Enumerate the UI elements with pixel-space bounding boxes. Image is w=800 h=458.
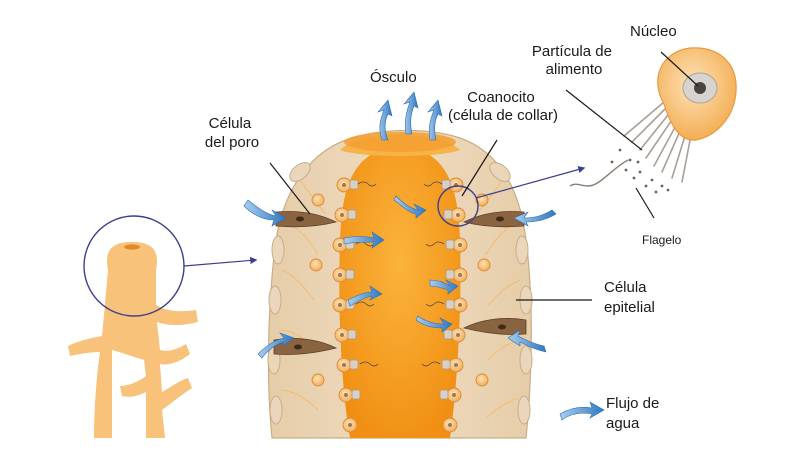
label-coanocito: Coanocito (célula de collar) (448, 89, 558, 124)
choanocyte-detail (569, 47, 737, 194)
sponge-cross-section (267, 129, 586, 439)
label-nucleo: Núcleo (630, 23, 677, 40)
label-particula: Partícula de alimento (532, 43, 616, 78)
label-osculo: Ósculo (370, 69, 417, 86)
water-flow-arrows (243, 91, 557, 359)
label-flujo: Flujo de agua (606, 395, 664, 432)
leader-lines (269, 51, 699, 301)
pore-cells (273, 211, 527, 355)
label-celula-poro: Célula del poro (205, 115, 259, 151)
label-celula-epitelial: Célula epitelial (604, 279, 655, 316)
label-flagelo: Flagelo (642, 233, 682, 247)
flagellum (569, 159, 629, 187)
choanocyte-zoom-circle (437, 185, 479, 227)
water-flow-legend-icon (559, 401, 605, 421)
sponge-silhouette (68, 242, 198, 438)
silhouette-zoom-circle (83, 215, 258, 317)
